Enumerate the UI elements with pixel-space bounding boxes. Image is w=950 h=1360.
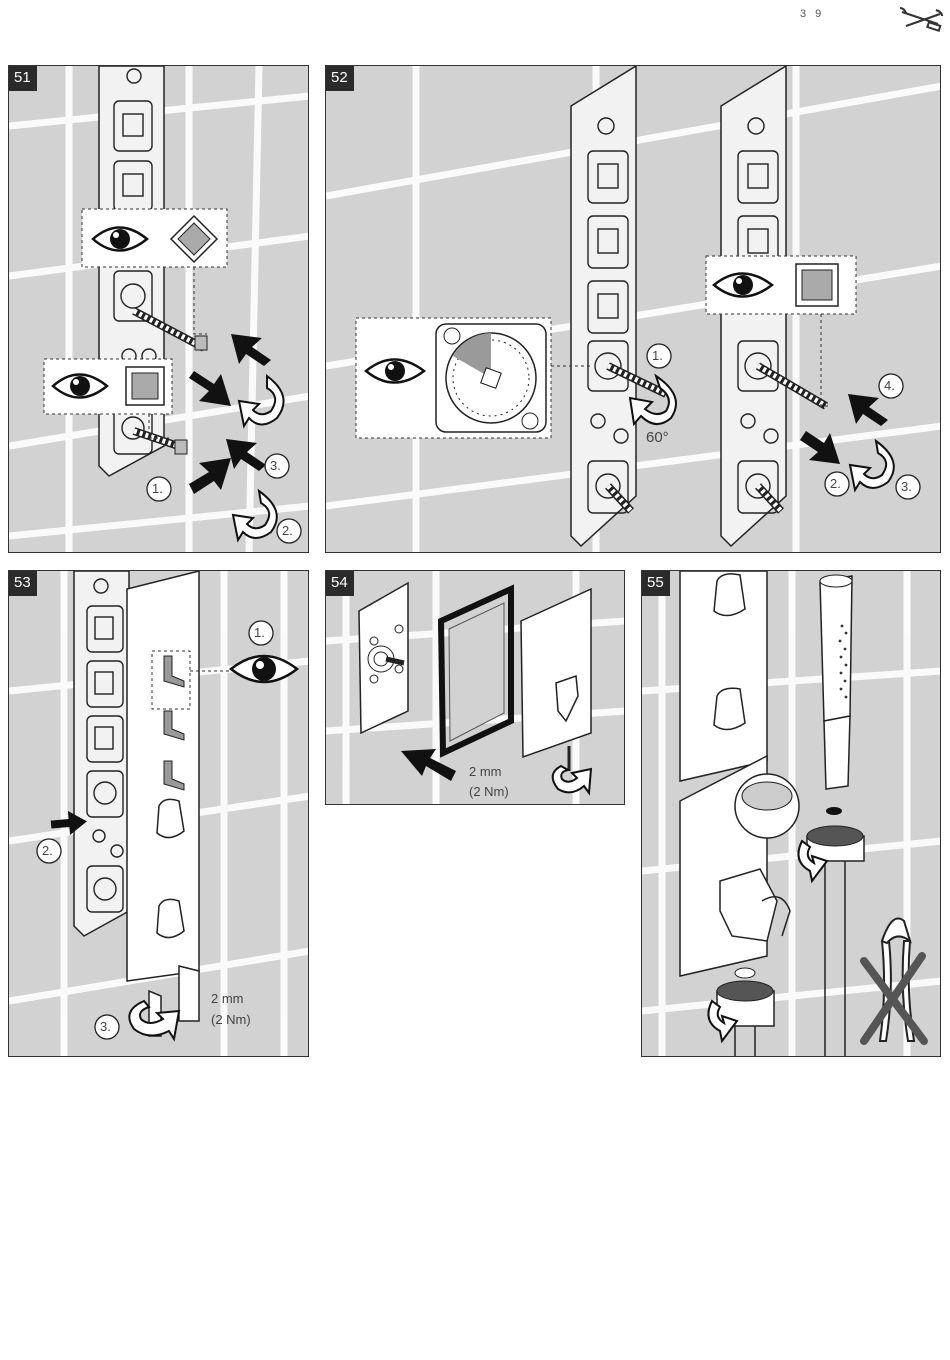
hex-key-size: 2 mm [469,764,502,780]
step-55-illustration [642,571,941,1057]
step-51-panel: 51 [8,65,309,553]
step-52-illustration [326,66,941,553]
callout-3-label: 3. [901,479,912,495]
step-51-illustration [9,66,309,553]
page-number: 3 9 [800,8,824,20]
callout-2-label: 2. [282,523,293,539]
torque-value: (2 Nm) [211,1012,251,1028]
callout-3-label: 3. [270,458,281,474]
callout-1-label: 1. [254,625,265,641]
wrench-icon [898,4,944,34]
step-number: 52 [326,66,354,91]
step-number: 51 [9,66,37,91]
callout-2-label: 2. [830,476,841,492]
step-53-illustration [9,571,309,1057]
step-54-panel: 54 2 mm (2 Nm) [325,570,625,805]
step-number: 53 [9,571,37,596]
callout-1-label: 1. [652,348,663,364]
step-52-panel: 52 [325,65,941,553]
step-number: 54 [326,571,354,596]
callout-4-label: 4. [884,378,895,394]
callout-2-label: 2. [42,843,53,859]
rotation-angle: 60° [646,430,669,446]
step-55-panel: 55 [641,570,941,1057]
callout-1-label: 1. [152,481,163,497]
torque-value: (2 Nm) [469,784,509,800]
hex-key-size: 2 mm [211,991,244,1007]
step-number: 55 [642,571,670,596]
step-53-panel: 53 [8,570,309,1057]
callout-3-label: 3. [100,1019,111,1035]
